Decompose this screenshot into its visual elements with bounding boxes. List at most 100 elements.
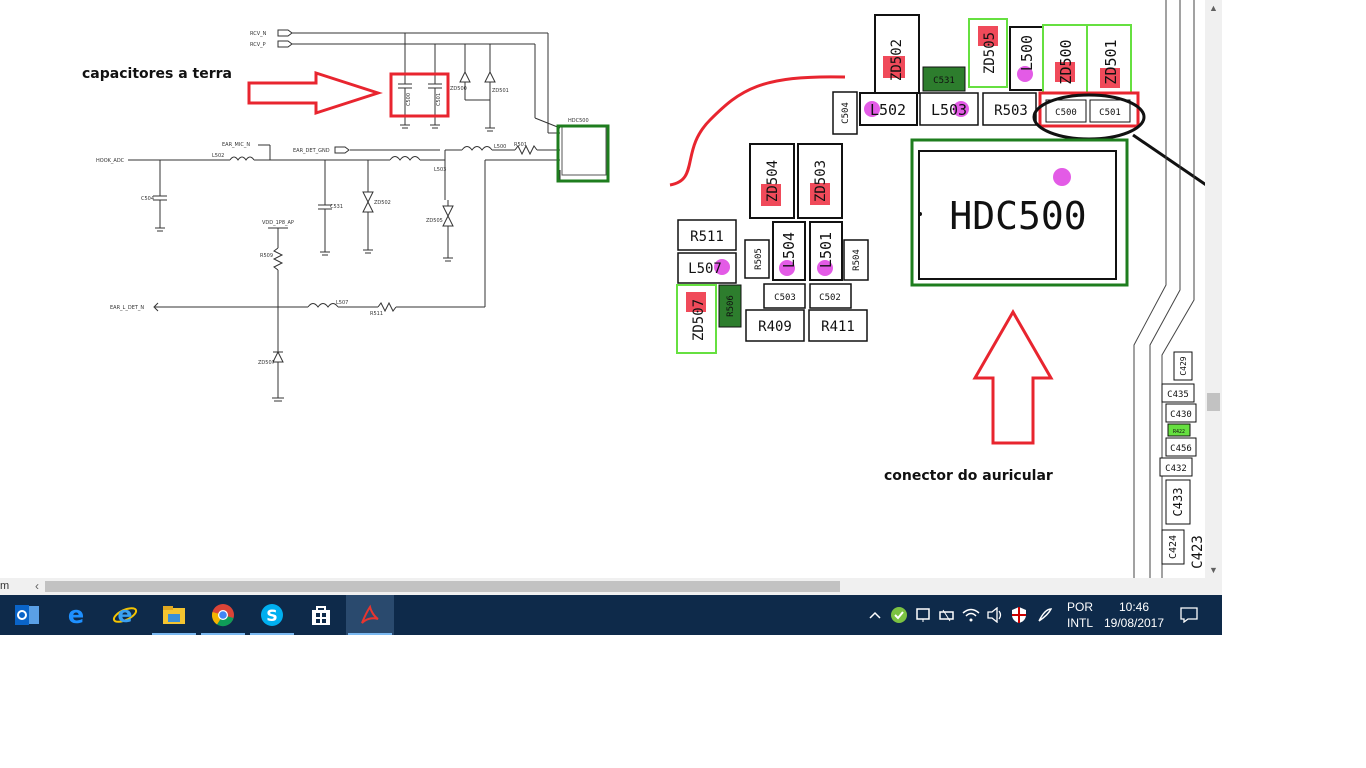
label-r501: R501 <box>514 142 527 148</box>
tray-wifi-icon[interactable] <box>960 595 982 635</box>
comp-c501 <box>1089 99 1131 123</box>
hdc-highlight-box <box>556 124 610 183</box>
pdf-icon <box>361 604 379 624</box>
zoom-text: m <box>0 580 10 592</box>
capacitors-highlight-box <box>389 72 450 118</box>
tray-shield-icon[interactable] <box>1008 595 1030 635</box>
arrow-up-icon <box>972 308 1054 445</box>
comp-c502 <box>809 283 852 309</box>
taskbar-outlook[interactable] <box>3 595 51 635</box>
vertical-scrollbar[interactable]: ▲ ▼ <box>1205 0 1222 578</box>
pad <box>953 101 969 117</box>
pointer-line <box>1132 133 1205 186</box>
board-label-c531: C531 <box>933 76 955 86</box>
label-ear-mic-n: EAR_MIC_N <box>222 142 250 148</box>
schematic <box>128 29 607 402</box>
document-canvas: RCV_N RCV_P EAR_MIC_N EAR_DET_GND HOOK_A… <box>96 0 1205 578</box>
board-label-c430: C430 <box>1170 410 1192 420</box>
comp-c503 <box>763 283 806 309</box>
scroll-up-icon[interactable]: ▲ <box>1209 3 1218 13</box>
board-label-zd500: ZD500 <box>1057 39 1075 84</box>
board-label-r411: R411 <box>821 319 855 335</box>
connector-curve <box>669 75 846 187</box>
comp-c432 <box>1159 457 1193 477</box>
label-hdc500: HDC500 <box>568 118 589 124</box>
label-zd505: ZD505 <box>426 218 443 224</box>
board: ZD502 C531 ZD505 L500 ZD500 ZD501 C504 L… <box>676 0 1205 578</box>
board-label-zd504: ZD504 <box>765 160 781 202</box>
arrow-right-icon <box>247 70 383 116</box>
taskbar-chrome[interactable] <box>199 595 247 635</box>
board-label-l503: L503 <box>931 101 967 119</box>
comp-r503 <box>982 92 1037 126</box>
board-label-l502: L502 <box>870 101 906 119</box>
label-r509: R509 <box>260 253 273 259</box>
clock-date: 19/08/2017 <box>1103 616 1165 630</box>
board-label-r422: R422 <box>1173 429 1185 435</box>
running-indicator <box>152 633 196 635</box>
taskbar-store[interactable] <box>297 595 345 635</box>
pad <box>864 101 880 117</box>
board-label-c500: C500 <box>1055 108 1077 118</box>
label-vdd: VDD_1P8_AP <box>262 220 294 226</box>
pad <box>978 26 998 46</box>
comp-r511 <box>677 219 737 251</box>
label-zd501: ZD501 <box>492 88 509 94</box>
board-label-c424: C424 <box>1168 535 1179 559</box>
pad <box>779 260 795 276</box>
label-c504: C504 <box>141 196 154 202</box>
scroll-down-icon[interactable]: ▼ <box>1209 565 1218 575</box>
taskbar-explorer[interactable] <box>150 595 198 635</box>
comp-zd502 <box>874 14 920 94</box>
comp-hdc500 <box>918 150 1117 280</box>
board-label-zd503: ZD503 <box>813 160 829 202</box>
pad <box>686 292 706 312</box>
svg-text:e: e <box>118 603 133 627</box>
tray-network-adapter-icon[interactable] <box>912 595 934 635</box>
annotation-conector: conector do auricular <box>884 468 1053 484</box>
action-center-icon[interactable] <box>1176 595 1202 635</box>
comp-c429 <box>1173 351 1193 381</box>
tray-clock[interactable]: 10:46 19/08/2017 <box>1100 599 1168 631</box>
board-label-r504: R504 <box>852 249 862 271</box>
taskbar-pdf[interactable] <box>346 595 394 635</box>
running-indicator <box>201 633 245 635</box>
tray-chevron-up-icon[interactable] <box>866 595 884 635</box>
clock-time: 10:46 <box>1118 600 1150 614</box>
label-c501: C501 <box>436 93 442 106</box>
comp-c430 <box>1165 403 1197 423</box>
taskbar-edge[interactable]: e <box>52 595 100 635</box>
pad <box>817 260 833 276</box>
comp-r506 <box>718 284 742 328</box>
label-ear-det-gnd: EAR_DET_GND <box>293 148 330 154</box>
scroll-left-icon[interactable]: ‹ <box>35 579 39 593</box>
label-hook-adc: HOOK_ADC <box>96 158 125 164</box>
board-label-zd502: ZD502 <box>889 39 905 81</box>
label-zd502: ZD502 <box>374 200 391 206</box>
svg-text:e: e <box>68 603 84 627</box>
tray-battery-icon[interactable] <box>936 595 958 635</box>
vertical-scroll-thumb[interactable] <box>1207 393 1220 411</box>
tray-app-icon[interactable] <box>888 595 910 635</box>
label-c531: C531 <box>330 204 343 210</box>
label-r511: R511 <box>370 311 383 317</box>
skype-icon: S <box>261 604 283 626</box>
tray-volume-icon[interactable] <box>984 595 1006 635</box>
label-zd500: ZD500 <box>450 86 467 92</box>
comp-zd503 <box>797 143 843 219</box>
horizontal-scroll-thumb[interactable] <box>45 581 840 592</box>
taskbar-ie[interactable]: e <box>101 595 149 635</box>
board-label-r503: R503 <box>994 103 1028 119</box>
tray-language[interactable]: POR INTL <box>1060 599 1100 631</box>
pad <box>1053 168 1071 186</box>
outlook-icon <box>15 605 39 625</box>
comp-c424 <box>1161 529 1185 565</box>
svg-text:S: S <box>266 606 278 625</box>
board-label-c432: C432 <box>1165 464 1187 474</box>
hdc500-highlight <box>910 138 1129 287</box>
comp-c500 <box>1045 99 1087 123</box>
language-line2: INTL <box>1066 616 1093 630</box>
horizontal-scrollbar[interactable]: m ‹ <box>0 578 1205 595</box>
taskbar-skype[interactable]: S <box>248 595 296 635</box>
tray-pen-icon[interactable] <box>1034 595 1056 635</box>
